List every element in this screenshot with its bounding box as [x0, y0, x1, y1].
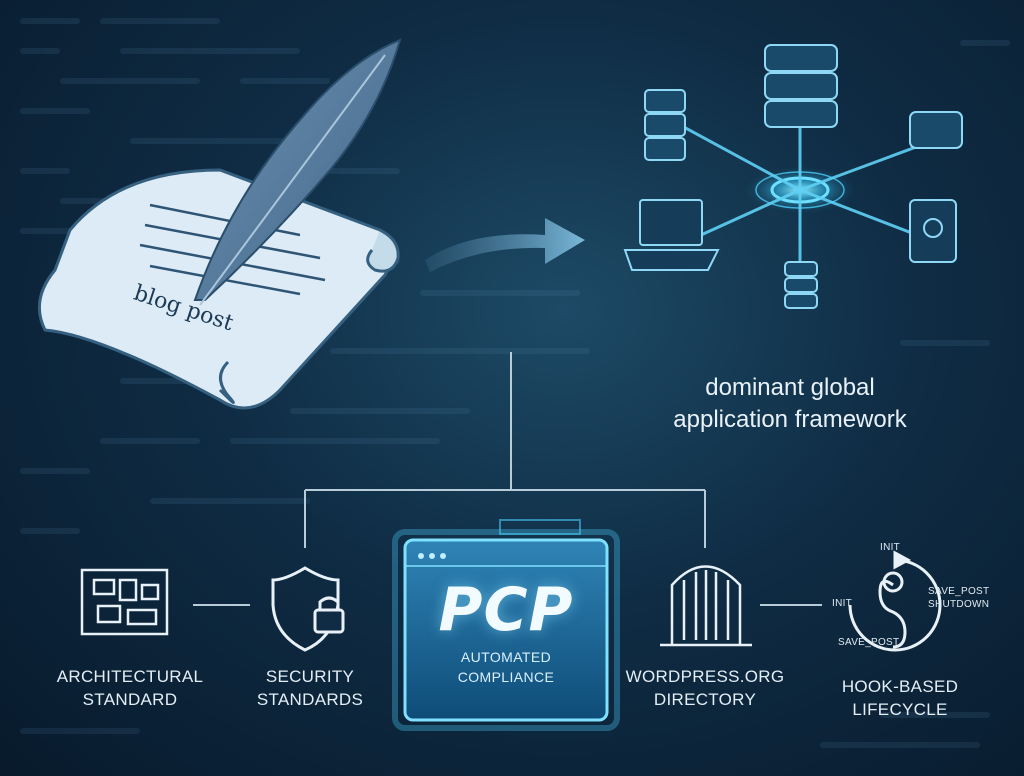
hook-label-left: INIT [832, 598, 853, 609]
pcp-title: PCP [438, 575, 574, 645]
blueprint-icon [80, 568, 169, 636]
laptop-icon [623, 199, 720, 271]
hook-label-top: INIT [880, 542, 901, 553]
blog-scroll-icon [37, 168, 400, 410]
gate-icon [660, 565, 752, 647]
node-hook-line-1: HOOK-BASED [841, 677, 959, 696]
network-hub-icon [679, 123, 936, 270]
quill-icon [193, 38, 402, 306]
arrow-icon [425, 218, 585, 272]
node-architectural-line-1: ARCHITECTURAL [56, 667, 204, 686]
shield-lock-icon [271, 566, 345, 652]
pcp-sub-2: COMPLIANCE [457, 669, 555, 685]
pcp-card [392, 519, 620, 731]
node-hook: HOOK-BASED LIFECYCLE [815, 675, 985, 721]
server-icon [644, 44, 963, 309]
tablet-icon [909, 199, 957, 263]
pcp-label: PCP AUTOMATED COMPLIANCE [405, 575, 607, 687]
pcp-sub-1: AUTOMATED [460, 649, 552, 665]
framework-line-2: application framework [673, 406, 907, 433]
node-security-line-1: SECURITY [265, 667, 355, 686]
node-security: SECURITY STANDARDS [225, 665, 395, 711]
node-hook-line-2: LIFECYCLE [852, 700, 948, 719]
node-wordpress-line-2: DIRECTORY [653, 690, 757, 709]
node-architectural: ARCHITECTURAL STANDARD [40, 665, 220, 711]
node-security-line-2: STANDARDS [256, 690, 364, 709]
hook-label-bottom: SAVE_POST [838, 637, 900, 648]
hook-cycle-icon [848, 550, 942, 652]
framework-line-1: dominant global [705, 374, 875, 401]
node-architectural-line-2: STANDARD [82, 690, 178, 709]
framework-label: dominant global application framework [640, 372, 940, 436]
node-wordpress: WORDPRESS.ORG DIRECTORY [615, 665, 795, 711]
connector-lines [193, 352, 822, 606]
node-wordpress-line-1: WORDPRESS.ORG [625, 667, 785, 686]
hook-label-right-1: SAVE_POST [928, 586, 990, 597]
hook-label-right-2: SHUTDOWN [928, 599, 990, 610]
